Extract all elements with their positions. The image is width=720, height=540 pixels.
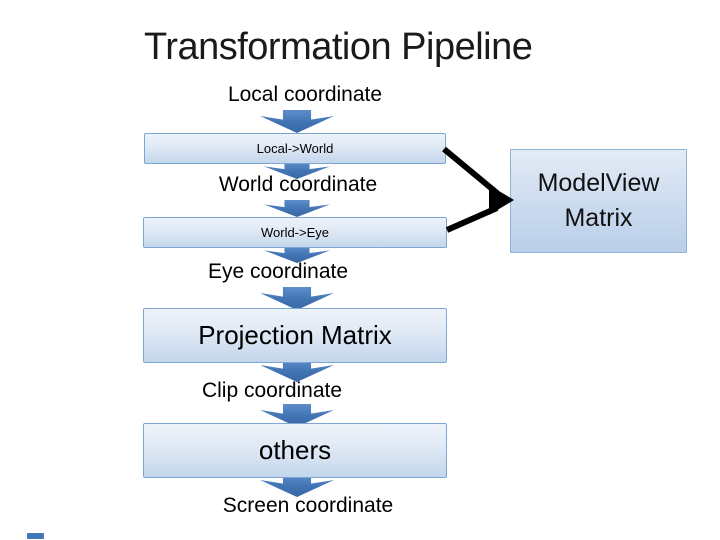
modelview-line1: ModelView: [537, 169, 660, 197]
corner-decoration: [27, 533, 44, 539]
pipeline-box-label: Local->World: [256, 141, 334, 156]
label-local-coordinate: Local coordinate: [227, 83, 383, 106]
pipeline-box-world-eye: World->Eye: [143, 217, 447, 248]
down-arrow-icon: [260, 287, 334, 310]
pipeline-box-label: Projection Matrix: [198, 320, 392, 350]
pipeline-box-projection-matrix: Projection Matrix: [143, 308, 447, 363]
down-arrow-icon: [264, 200, 330, 217]
label-eye-coordinate: Eye coordinate: [207, 260, 349, 283]
pipeline-box-others: others: [143, 423, 447, 478]
modelview-matrix-box: ModelView Matrix: [510, 149, 687, 253]
pipeline-box-local-world: Local->World: [144, 133, 446, 164]
modelview-line2: Matrix: [564, 204, 633, 232]
label-screen-coordinate: Screen coordinate: [222, 494, 394, 517]
pipeline-box-label: others: [258, 435, 332, 465]
pipeline-box-label: World->Eye: [260, 225, 330, 240]
label-world-coordinate: World coordinate: [218, 173, 378, 196]
down-arrow-icon: [260, 110, 334, 133]
connector-line-bottom: [445, 205, 499, 233]
slide-title: Transformation Pipeline: [144, 26, 533, 68]
label-clip-coordinate: Clip coordinate: [201, 379, 343, 402]
